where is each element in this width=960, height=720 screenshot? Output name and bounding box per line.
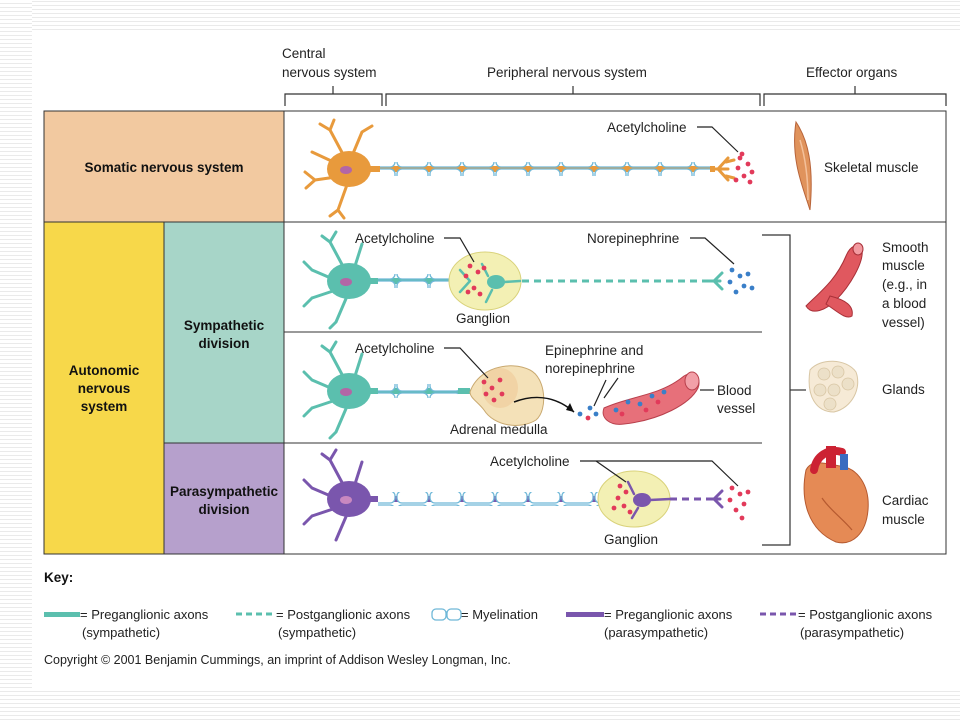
ganglion-label-parasympathetic: Ganglion — [604, 532, 658, 547]
slide-frame-left — [0, 0, 32, 720]
blood-vessel-adrenal — [602, 371, 700, 425]
leader-line — [690, 237, 735, 265]
slide-frame-top — [0, 0, 960, 30]
epinephrine-label-1: Epinephrine and — [545, 343, 643, 358]
cns-label-line2: nervous system — [282, 65, 377, 80]
effector-organs-label: Effector organs — [806, 65, 898, 80]
pns-label: Peripheral nervous system — [487, 65, 647, 80]
smooth-muscle-label-4: a blood — [882, 296, 926, 311]
glands-icon — [808, 360, 859, 413]
somatic-box — [43, 110, 285, 223]
sympathetic-box — [163, 221, 285, 444]
smooth-muscle-vessel-icon — [805, 242, 864, 318]
key-title: Key: — [44, 570, 73, 585]
norepinephrine-label: Norepinephrine — [587, 231, 679, 246]
epinephrine-label-2: norepinephrine — [545, 361, 635, 376]
sympathetic-axon-terminal — [706, 271, 724, 291]
autonomic-label-2: nervous — [78, 381, 131, 396]
leader-line — [580, 460, 739, 487]
key-myelination-swatch — [431, 608, 462, 621]
acetylcholine-dots-somatic — [733, 151, 755, 185]
key-pre-symp-swatch — [44, 612, 80, 617]
adrenal-medulla — [469, 365, 545, 426]
autonomic-box — [43, 221, 165, 555]
leader-line — [444, 347, 489, 379]
skeletal-muscle-icon — [794, 120, 812, 211]
parasympathetic-box — [163, 442, 285, 555]
leader-line — [603, 377, 619, 399]
sympathetic-neuron-adrenal — [302, 340, 482, 440]
norepinephrine-dots — [727, 267, 755, 295]
smooth-muscle-label-5: vessel) — [882, 315, 925, 330]
parasympathetic-ganglion — [597, 470, 672, 528]
key-post-symp-1: = Postganglionic axons — [276, 607, 411, 622]
smooth-muscle-label-3: (e.g., in — [882, 277, 927, 292]
acetylcholine-label-adrenal: Acetylcholine — [355, 341, 435, 356]
sympathetic-label-1: Sympathetic — [184, 318, 265, 333]
sympathetic-neuron-pre — [302, 230, 470, 330]
parasympathetic-label-1: Parasympathetic — [170, 484, 279, 499]
cardiac-muscle-label-2: muscle — [882, 512, 925, 527]
leader-line — [593, 379, 607, 407]
smooth-muscle-label-1: Smooth — [882, 240, 929, 255]
acetylcholine-label-sympathetic: Acetylcholine — [355, 231, 435, 246]
parasympathetic-axon-terminal — [706, 489, 724, 509]
adrenal-medulla-label: Adrenal medulla — [450, 422, 548, 437]
parasympathetic-neuron-pre — [302, 448, 624, 542]
secretion-arrowhead — [566, 403, 574, 412]
autonomic-label-3: system — [81, 399, 128, 414]
copyright-text: Copyright © 2001 Benjamin Cummings, an i… — [44, 653, 511, 667]
key-pre-para-2: (parasympathetic) — [604, 625, 708, 640]
glands-label: Glands — [882, 382, 925, 397]
acetylcholine-dots-parasympathetic — [727, 485, 751, 521]
autonomic-label-1: Autonomic — [69, 363, 140, 378]
skeletal-muscle-label: Skeletal muscle — [824, 160, 919, 175]
key-myelination: = Myelination — [461, 607, 538, 622]
key-pre-symp-2: (sympathetic) — [82, 625, 160, 640]
key-post-para-1: = Postganglionic axons — [798, 607, 933, 622]
header-brackets — [284, 86, 947, 106]
leader-line — [595, 460, 627, 483]
hormone-dots — [577, 405, 599, 421]
cardiac-muscle-label-1: Cardiac — [882, 493, 929, 508]
blood-vessel-label-2: vessel — [717, 401, 755, 416]
smooth-muscle-label-2: muscle — [882, 258, 925, 273]
acetylcholine-label-somatic: Acetylcholine — [607, 120, 687, 135]
key-post-para-2: (parasympathetic) — [800, 625, 904, 640]
blood-vessel-label-1: Blood — [717, 383, 752, 398]
key-pre-para-swatch — [566, 612, 604, 617]
sympathetic-ganglion — [448, 251, 522, 311]
heart-icon — [803, 446, 869, 544]
leader-line — [697, 126, 739, 153]
somatic-neuron — [303, 118, 736, 220]
key-pre-para-1: = Preganglionic axons — [604, 607, 733, 622]
acetylcholine-label-parasympathetic: Acetylcholine — [490, 454, 570, 469]
cns-label-line1: Central — [282, 46, 326, 61]
somatic-label: Somatic nervous system — [84, 160, 243, 175]
leader-line — [444, 237, 475, 263]
parasympathetic-label-2: division — [198, 502, 249, 517]
key-post-symp-2: (sympathetic) — [278, 625, 356, 640]
sympathetic-label-2: division — [198, 336, 249, 351]
slide-frame-bottom — [0, 690, 960, 720]
ganglion-label-sympathetic: Ganglion — [456, 311, 510, 326]
key-pre-symp-1: = Preganglionic axons — [80, 607, 209, 622]
